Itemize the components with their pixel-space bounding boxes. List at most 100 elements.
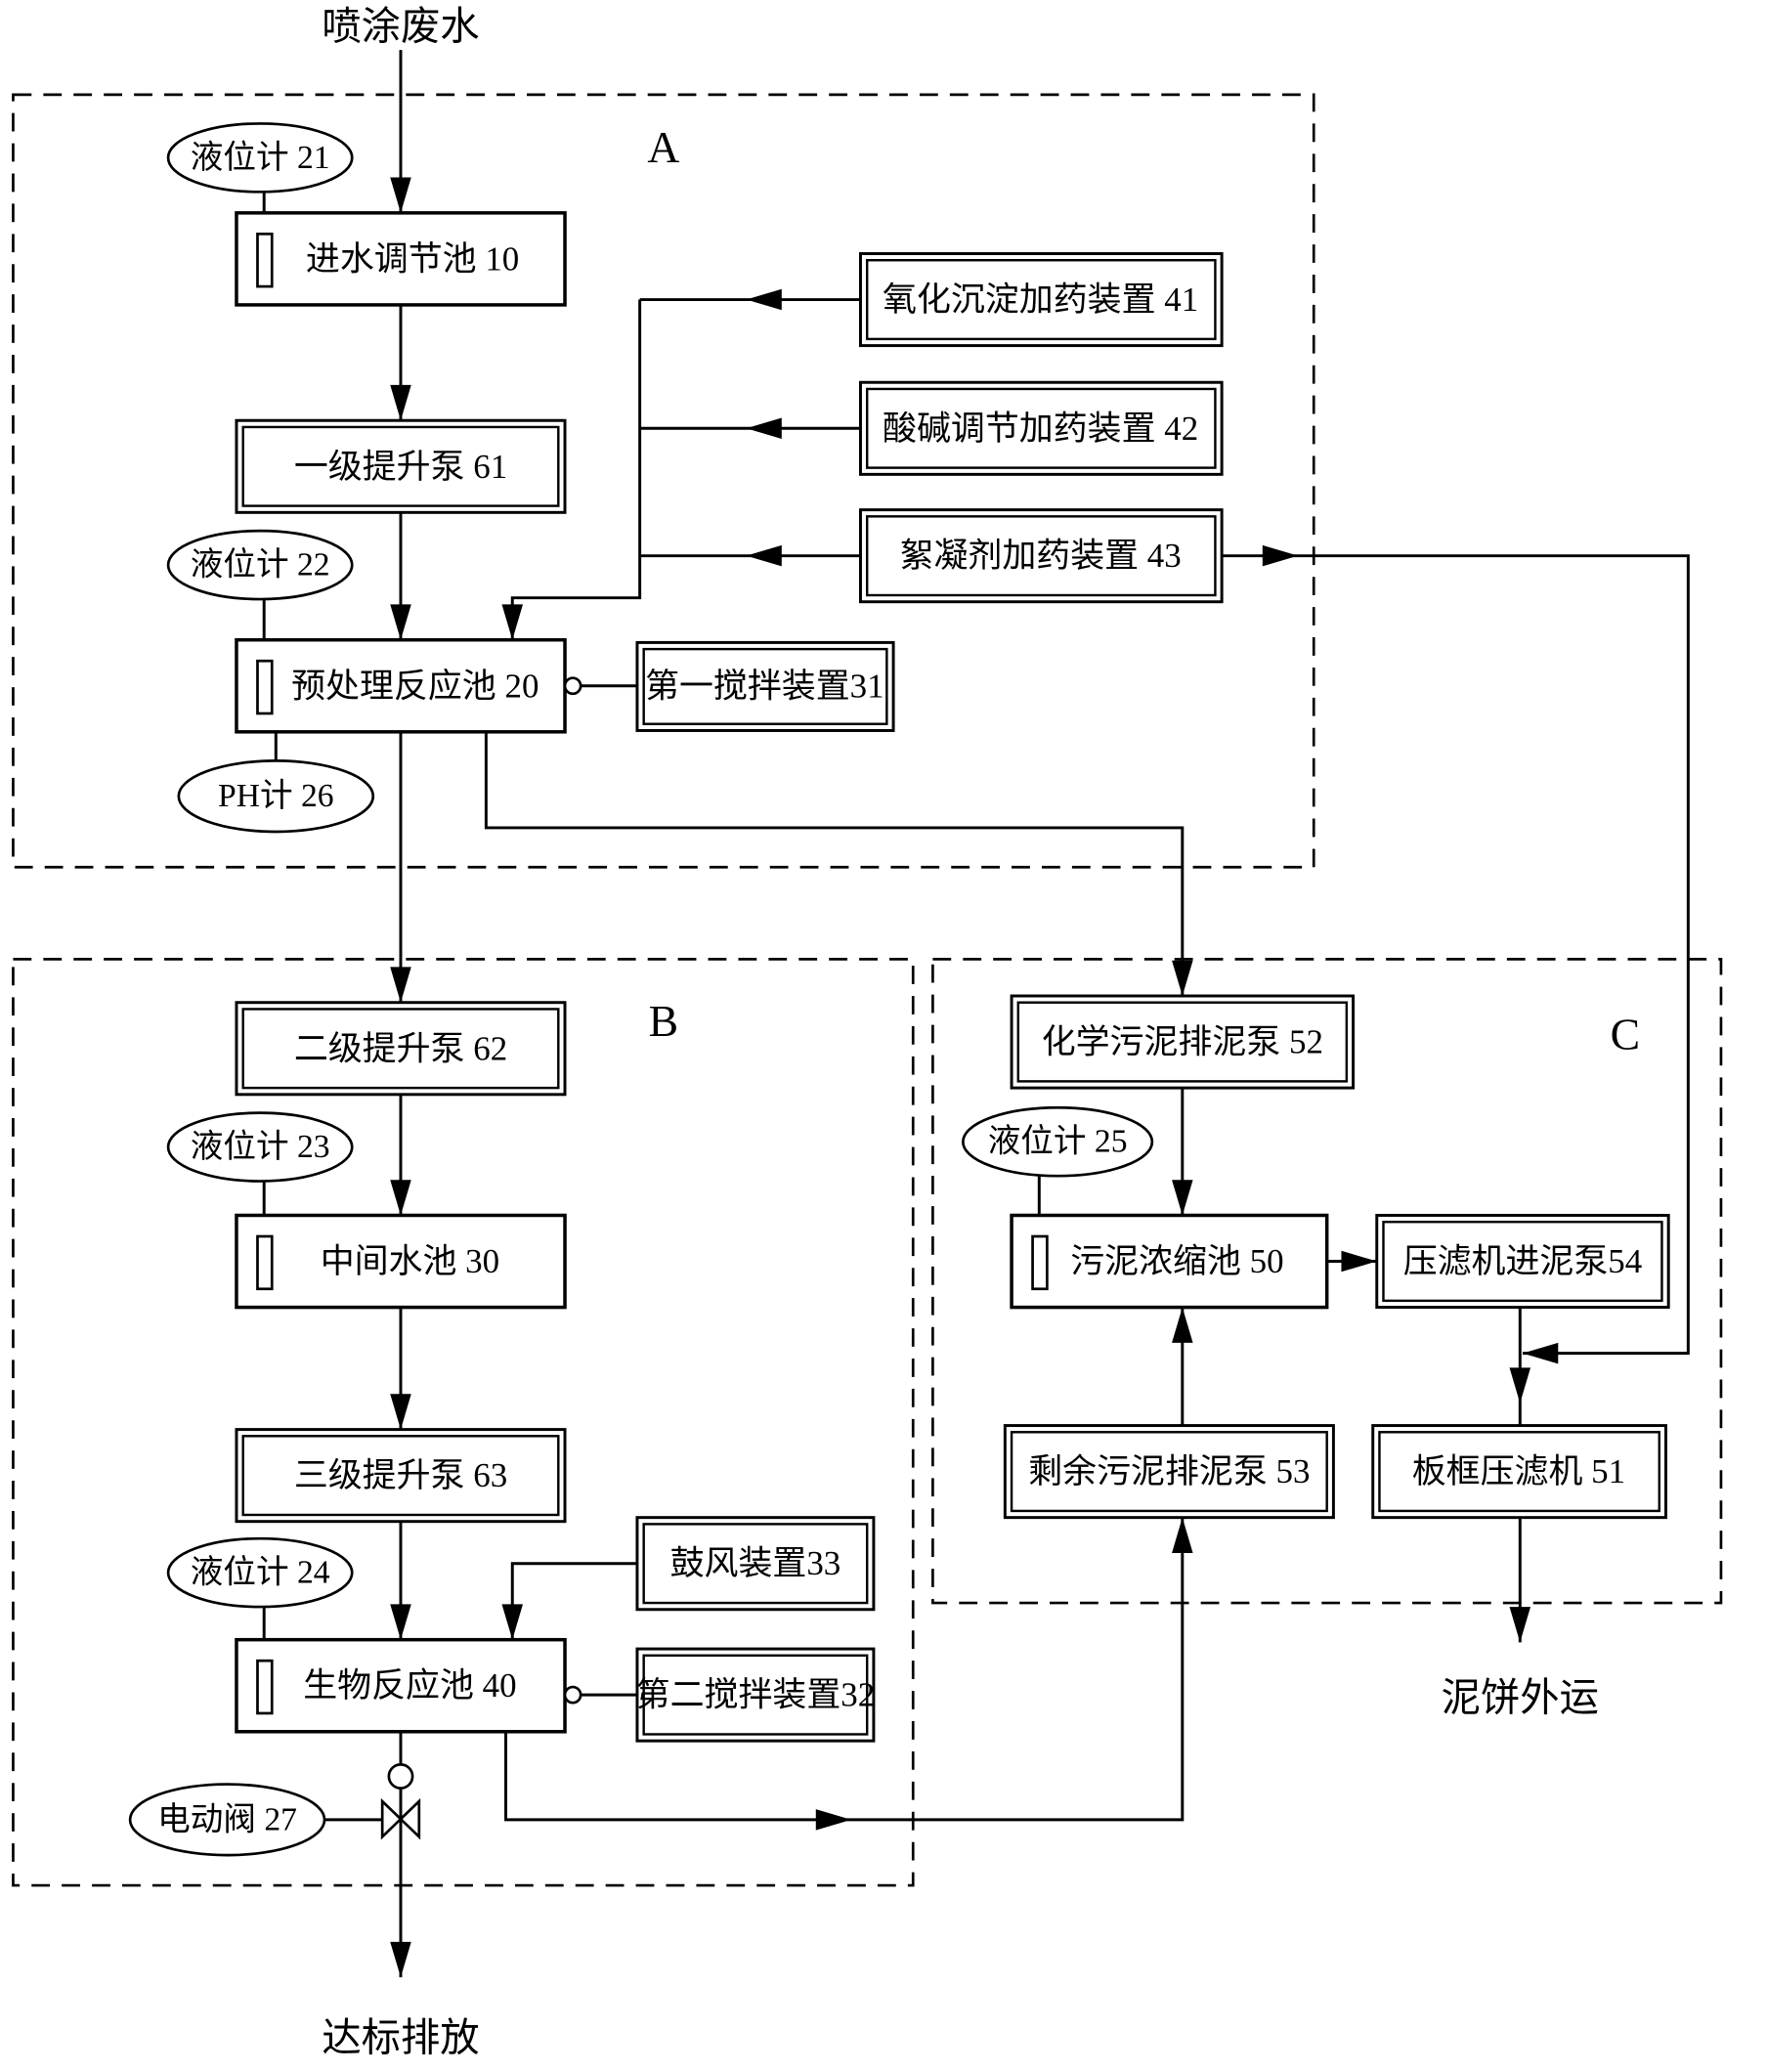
level-sensor-icon bbox=[256, 232, 274, 288]
level-gauge-23-ellipse bbox=[166, 1111, 354, 1183]
level-gauge-21-label: 液位计 21 bbox=[191, 139, 330, 176]
line-blower-to-40 bbox=[510, 1562, 637, 1640]
chem-sludge-pump-box bbox=[1010, 994, 1356, 1090]
arrow-excess-sludge-right bbox=[815, 1809, 852, 1831]
section-b-border bbox=[12, 958, 915, 1887]
level-gauge-22-ellipse bbox=[166, 529, 354, 601]
valve-body-left-icon bbox=[380, 1797, 403, 1840]
section-a-label: A bbox=[647, 122, 679, 172]
agitator-port-icon bbox=[563, 676, 582, 696]
level-gauge-25-label: 液位计 25 bbox=[988, 1123, 1128, 1160]
pretreatment-tank-label: 预处理反应池 20 bbox=[291, 667, 539, 705]
oxidation-dosing-box-inner bbox=[865, 259, 1217, 341]
arrowheads bbox=[390, 177, 1559, 1978]
flocculant-dosing-box-inner bbox=[865, 515, 1217, 597]
lift-pump-2-label: 二级提升泵 62 bbox=[294, 1029, 507, 1067]
bio-reactor-box bbox=[235, 1637, 567, 1734]
excess-sludge-pump-label: 剩余污泥排泥泵 53 bbox=[1028, 1452, 1310, 1490]
blower-box bbox=[635, 1516, 876, 1612]
level-gauge-22-label: 液位计 22 bbox=[191, 546, 330, 583]
lift-pump-2-box bbox=[235, 1001, 567, 1097]
electric-valve-27-ellipse bbox=[128, 1783, 326, 1857]
equipment bbox=[235, 252, 1670, 1743]
blower-box-inner bbox=[642, 1523, 869, 1605]
arrow-into-thickener-up bbox=[1172, 1307, 1193, 1343]
inlet-tank-box bbox=[235, 211, 567, 307]
inlet-tank-label: 进水调节池 10 bbox=[306, 239, 519, 278]
arrow-flocculant-right bbox=[1262, 544, 1299, 567]
stirrer-1-label: 第一搅拌装置31 bbox=[645, 667, 884, 705]
arrow-into-bio-main bbox=[390, 1604, 411, 1640]
oxidation-dosing-box bbox=[858, 252, 1224, 348]
arrow-into-filter-press bbox=[1509, 1367, 1531, 1403]
excess-sludge-pump-box bbox=[1003, 1424, 1335, 1520]
arrow-dosing42-left bbox=[746, 417, 782, 440]
acid-base-dosing-box bbox=[858, 380, 1224, 476]
arrow-into-pump1 bbox=[390, 384, 411, 421]
excess-sludge-pump-box-inner bbox=[1010, 1431, 1328, 1513]
acid-base-dosing-box-inner bbox=[865, 387, 1217, 469]
ph-meter-26-ellipse bbox=[177, 759, 375, 834]
arrow-into-mid-tank bbox=[390, 1180, 411, 1216]
ph-meter-26-label: PH计 26 bbox=[218, 778, 334, 814]
bio-reactor-label: 生物反应池 40 bbox=[303, 1666, 516, 1705]
section-c-border bbox=[931, 958, 1723, 1605]
arrow-into-bio-blower bbox=[501, 1604, 524, 1640]
agitator-port-icon bbox=[563, 1685, 582, 1705]
sludge-cake-label: 泥饼外运 bbox=[1442, 1675, 1599, 1719]
plate-filter-press-box-inner bbox=[1378, 1431, 1660, 1513]
line-flocculant-to-press-feed bbox=[1222, 554, 1690, 1356]
arrow-outlet-down bbox=[390, 1941, 411, 1978]
intermediate-tank-box bbox=[235, 1213, 567, 1310]
section-b-label: B bbox=[649, 996, 678, 1046]
inlet-label: 喷涂废水 bbox=[322, 4, 479, 48]
plate-filter-press-label: 板框压滤机 51 bbox=[1412, 1452, 1625, 1490]
lift-pump-3-box-inner bbox=[241, 1435, 560, 1517]
level-sensor-icon bbox=[1031, 1234, 1049, 1291]
lift-pump-2-box-inner bbox=[241, 1008, 560, 1090]
level-sensor-icon bbox=[256, 659, 274, 715]
flocculant-dosing-label: 絮凝剂加药装置 43 bbox=[900, 537, 1182, 575]
lift-pump-1-box bbox=[235, 418, 567, 514]
valve-icon bbox=[380, 1763, 421, 1840]
acid-base-dosing-label: 酸碱调节加药装置 42 bbox=[883, 410, 1198, 448]
sludge-thickener-label: 污泥浓缩池 50 bbox=[1070, 1242, 1283, 1280]
arrow-into-inlet-tank bbox=[390, 177, 411, 213]
arrow-dosing43-left bbox=[746, 544, 782, 567]
lift-pump-1-box-inner bbox=[241, 425, 560, 507]
arrow-into-chem-sludge-pump bbox=[1172, 960, 1193, 997]
stirrer-2-label: 第二搅拌装置32 bbox=[636, 1676, 876, 1714]
arrow-into-thickener-down bbox=[1172, 1180, 1193, 1216]
arrow-into-press-feed-pump bbox=[1341, 1250, 1377, 1273]
oxidation-dosing-label: 氧化沉淀加药装置 41 bbox=[883, 281, 1198, 319]
level-gauge-24-label: 液位计 24 bbox=[191, 1554, 330, 1591]
lift-pump-3-label: 三级提升泵 63 bbox=[294, 1456, 507, 1494]
lift-pump-3-box bbox=[235, 1428, 567, 1524]
press-feed-pump-label: 压滤机进泥泵54 bbox=[1403, 1242, 1643, 1280]
stirrer-2-box bbox=[635, 1647, 876, 1743]
chem-sludge-pump-box-inner bbox=[1016, 1001, 1349, 1083]
outlet-label: 达标排放 bbox=[322, 2015, 479, 2059]
intermediate-tank-label: 中间水池 30 bbox=[321, 1242, 499, 1280]
level-gauge-24-ellipse bbox=[166, 1536, 354, 1609]
arrow-into-pump2 bbox=[390, 967, 411, 1003]
press-feed-pump-box bbox=[1375, 1214, 1670, 1310]
chem-sludge-pump-label: 化学污泥排泥泵 52 bbox=[1042, 1023, 1323, 1061]
arrow-sludge-cake-down bbox=[1509, 1607, 1531, 1643]
level-gauge-25-ellipse bbox=[961, 1105, 1154, 1178]
level-gauge-23-label: 液位计 23 bbox=[191, 1128, 330, 1165]
instruments bbox=[128, 122, 1154, 1857]
tanks bbox=[235, 211, 1329, 1734]
section-a-border bbox=[12, 93, 1315, 869]
line-20-to-chem-sludge-pump bbox=[484, 731, 1185, 997]
section-c-label: C bbox=[1611, 1009, 1640, 1058]
stirrer-1-box-inner bbox=[642, 647, 888, 725]
flocculant-dosing-box bbox=[858, 508, 1224, 604]
stirrer-1-box bbox=[635, 640, 895, 732]
stirrer-2-box-inner bbox=[642, 1654, 869, 1736]
valve-actuator-icon bbox=[387, 1763, 414, 1790]
level-sensor-icon bbox=[256, 1234, 274, 1291]
plate-filter-press-box bbox=[1371, 1424, 1667, 1520]
